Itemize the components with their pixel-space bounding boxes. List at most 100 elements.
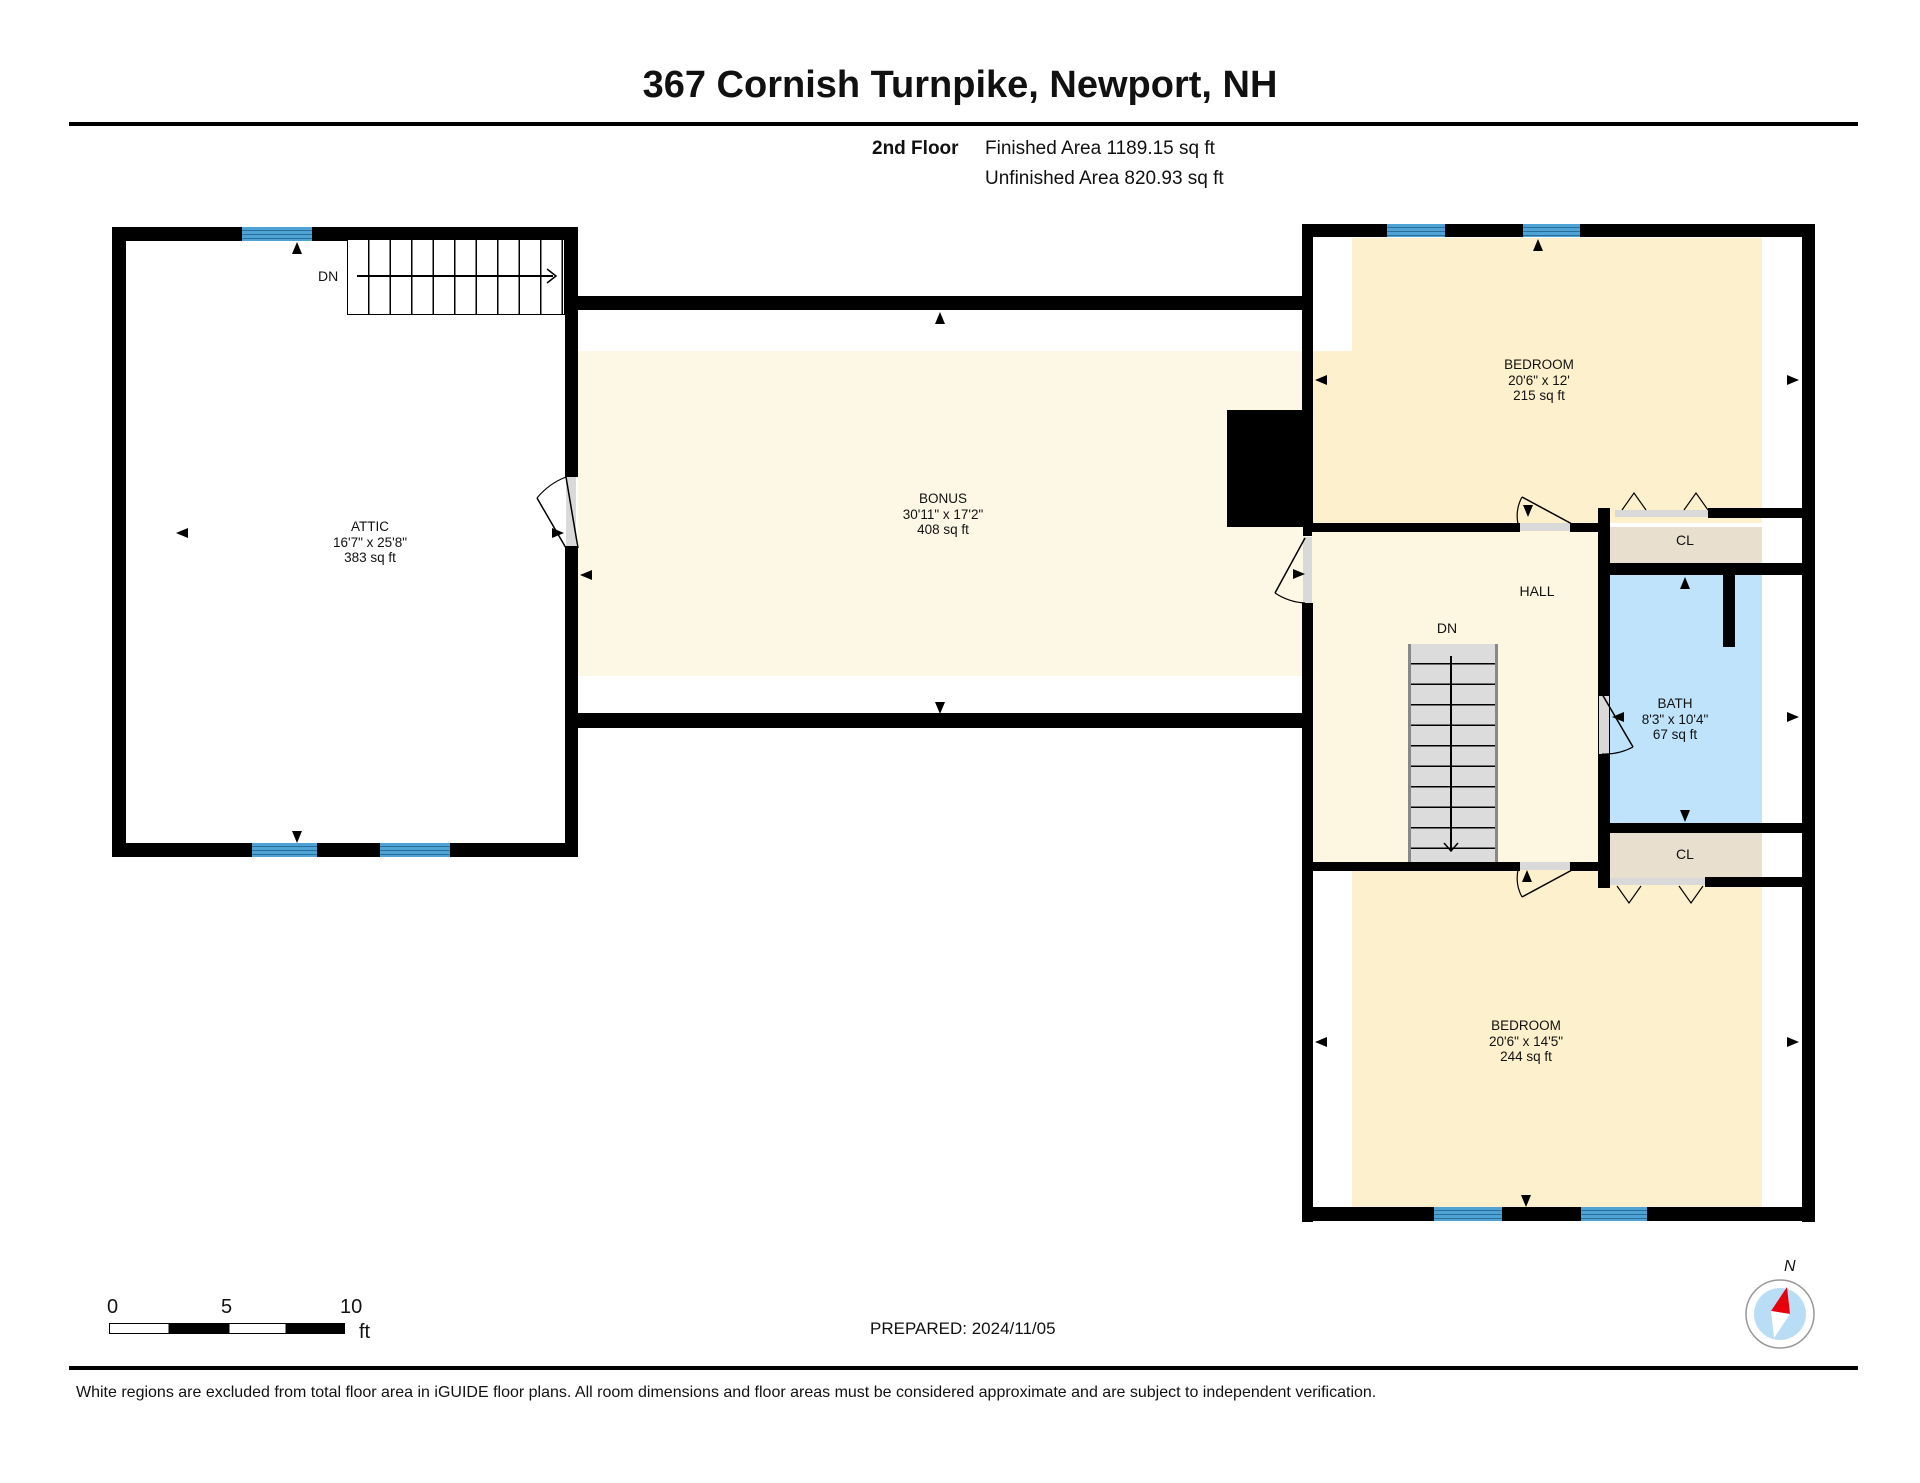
room-name: BEDROOM xyxy=(1491,1018,1561,1033)
room-area: 383 sq ft xyxy=(344,550,396,565)
dimension-arrow-icon xyxy=(935,312,945,324)
window xyxy=(242,227,312,241)
scale-tick-0: 0 xyxy=(107,1296,119,1318)
room-attic: ATTIC 16'7" x 25'8" 383 sq ft xyxy=(333,519,407,566)
wing-wall-left-lower xyxy=(1302,603,1313,1222)
bath-partition xyxy=(1723,575,1735,647)
dimension-arrow-icon xyxy=(1315,375,1327,385)
closet-lower-wall-bottom-left xyxy=(1598,877,1610,887)
closet-lower-door[interactable] xyxy=(1610,878,1705,885)
attic-stairs[interactable] xyxy=(347,239,565,315)
closet-upper-fill xyxy=(1610,527,1762,564)
attic-wall-top xyxy=(112,227,578,241)
hall-west-door-swing-icon xyxy=(1274,537,1306,604)
floor-plan: DN xyxy=(112,224,1815,1222)
hall-stairs-label: DN xyxy=(1436,620,1458,636)
bonus-fill xyxy=(578,351,1310,676)
dimension-arrow-icon xyxy=(552,528,564,538)
window xyxy=(1581,1207,1647,1221)
footer-divider xyxy=(69,1366,1858,1370)
scale-bar: 0 5 10 ft xyxy=(100,1296,380,1346)
dimension-arrow-icon xyxy=(292,831,302,843)
bedroom-north-door[interactable] xyxy=(1520,523,1570,531)
room-dims: 20'6" x 14'5" xyxy=(1488,1033,1564,1049)
room-name: BEDROOM xyxy=(1504,357,1574,372)
room-dims: 8'3" x 10'4" xyxy=(1641,711,1709,727)
room-hall: HALL xyxy=(1519,583,1555,600)
room-name: ATTIC xyxy=(350,519,389,534)
room-area: 67 sq ft xyxy=(1652,727,1698,742)
unfinished-area: Unfinished Area 820.93 sq ft xyxy=(985,168,1224,189)
dimension-arrow-icon xyxy=(1533,239,1543,251)
dimension-arrow-icon xyxy=(1787,712,1799,722)
scale-bar-graphic xyxy=(109,1323,345,1334)
wing-wall-left-upper xyxy=(1302,224,1313,526)
closet-upper-wall-top-left xyxy=(1598,508,1608,518)
closet-lower-bifold-icon xyxy=(1616,885,1704,905)
bath-wall-bottom xyxy=(1598,823,1808,833)
bedroom-south-door-swing-icon xyxy=(1516,869,1573,898)
room-dims: 20'6" x 12' xyxy=(1508,372,1570,388)
dimension-arrow-icon xyxy=(1680,810,1690,822)
bedroom-south-door[interactable] xyxy=(1520,862,1570,870)
bonus-wall-top xyxy=(578,296,1310,310)
dimension-arrow-icon xyxy=(1680,577,1690,589)
title-divider xyxy=(69,122,1858,126)
closet-upper-wall-top-right xyxy=(1708,508,1808,518)
hall-west-door[interactable] xyxy=(1303,537,1312,603)
scale-unit: ft xyxy=(359,1321,371,1343)
dimension-arrow-icon xyxy=(1523,505,1533,517)
room-name: BONUS xyxy=(918,491,968,506)
bath-door[interactable] xyxy=(1599,696,1609,754)
attic-wall-bottom xyxy=(112,843,578,857)
closet-upper-bifold-icon xyxy=(1621,491,1709,511)
room-bedroom-north: BEDROOM 20'6" x 12' 215 sq ft xyxy=(1504,357,1574,404)
room-name: BATH xyxy=(1657,696,1693,711)
dimension-arrow-icon xyxy=(292,242,302,254)
bedroom-north-fill xyxy=(1352,238,1762,523)
room-bath: BATH 8'3" x 10'4" 67 sq ft xyxy=(1642,696,1709,743)
window xyxy=(1434,1207,1502,1221)
dimension-arrow-icon xyxy=(1612,712,1624,722)
finished-area: Finished Area 1189.15 sq ft xyxy=(985,138,1215,159)
bath-fill xyxy=(1610,575,1762,825)
bedroom-north-wall-bottom-right xyxy=(1570,523,1600,532)
room-dims: 30'11" x 17'2" xyxy=(902,506,984,522)
room-name: CL xyxy=(1676,532,1694,548)
wing-wall-bottom xyxy=(1302,1207,1815,1221)
hall-stairs[interactable] xyxy=(1408,644,1498,862)
footer-disclaimer: White regions are excluded from total fl… xyxy=(76,1384,1377,1401)
scale-tick-10: 10 xyxy=(340,1296,363,1318)
dimension-arrow-icon xyxy=(1521,1195,1531,1207)
bedroom-south-fill xyxy=(1352,870,1762,1208)
bath-wall-top xyxy=(1598,563,1808,575)
attic-door[interactable] xyxy=(566,477,576,546)
closet-upper-door[interactable] xyxy=(1615,510,1710,517)
scale-tick-5: 5 xyxy=(221,1296,233,1318)
wing-wall-left-mid xyxy=(1303,526,1312,536)
closet-lower-wall-bottom-right xyxy=(1705,877,1808,887)
hall-stairs-arrow-icon xyxy=(1450,656,1452,850)
arrow-head-icon xyxy=(546,268,558,284)
attic-wall-right-lower xyxy=(565,546,578,857)
attic-stairs-arrow-icon xyxy=(357,275,553,277)
bedroom-north-wall-bottom-left xyxy=(1310,523,1520,532)
bedroom-south-wall-top-right xyxy=(1570,862,1600,871)
room-area: 244 sq ft xyxy=(1500,1049,1552,1064)
closet-lower-fill xyxy=(1610,833,1762,878)
compass-icon xyxy=(1745,1279,1815,1349)
page-title: 367 Cornish Turnpike, Newport, NH xyxy=(642,64,1278,106)
dimension-arrow-icon xyxy=(1293,569,1305,579)
dimension-arrow-icon xyxy=(580,570,592,580)
window xyxy=(1523,224,1580,237)
attic-stairs-label: DN xyxy=(318,268,339,284)
room-dims: 16'7" x 25'8" xyxy=(332,534,408,550)
arrow-head-icon xyxy=(1443,842,1459,853)
attic-wall-left xyxy=(112,227,126,857)
dimension-arrow-icon xyxy=(1315,1037,1327,1047)
room-area: 215 sq ft xyxy=(1513,388,1565,403)
window xyxy=(380,843,450,857)
room-name: HALL xyxy=(1519,583,1555,599)
attic-wall-right-upper xyxy=(565,227,578,477)
dimension-arrow-icon xyxy=(1787,1037,1799,1047)
